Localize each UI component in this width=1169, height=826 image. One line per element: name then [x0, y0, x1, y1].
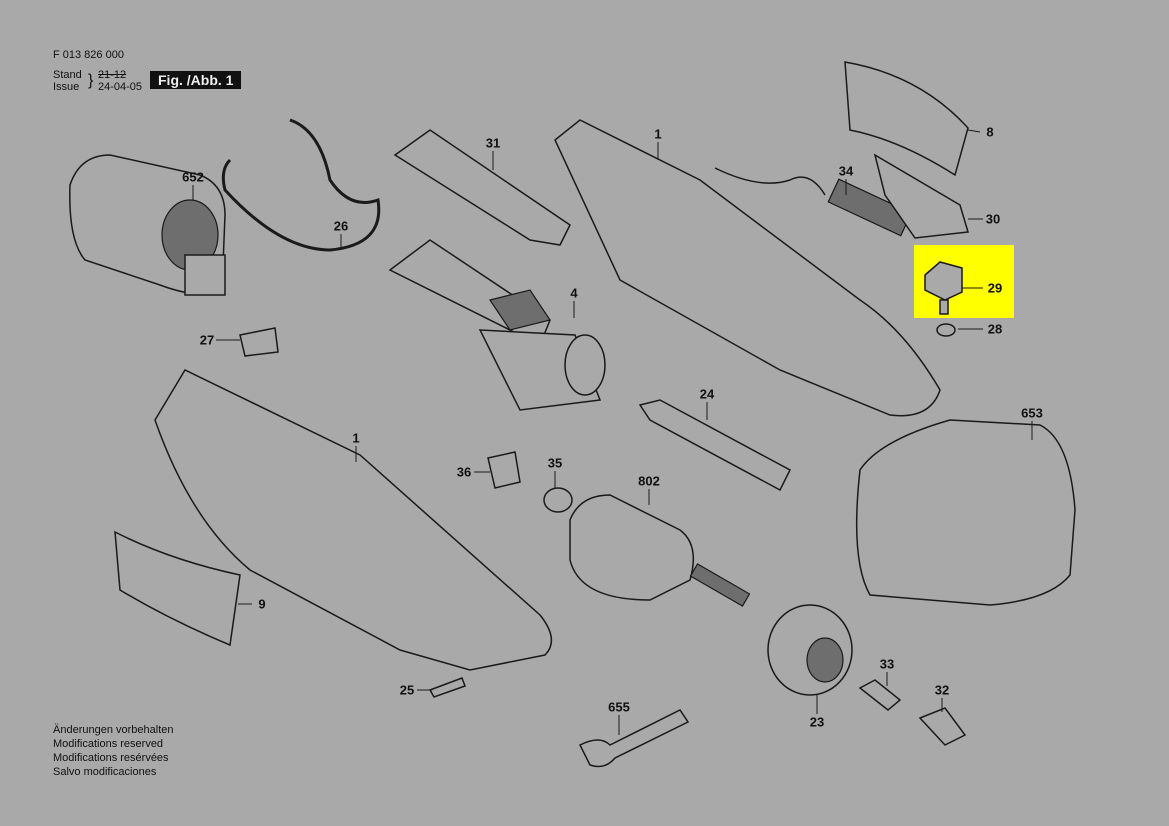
collet-nut-32	[918, 707, 967, 746]
cover-31	[393, 129, 571, 246]
charger-653	[855, 419, 1076, 606]
label-8	[844, 61, 969, 177]
screw-25	[428, 677, 466, 698]
part-label-1-upper[interactable]: 1	[654, 126, 662, 142]
button-30	[873, 153, 969, 239]
brace: }	[88, 72, 94, 89]
wire-34	[714, 167, 826, 196]
part-label-24[interactable]: 24	[699, 386, 715, 402]
battery-pack-652	[69, 154, 226, 296]
housing-half-1-lower	[154, 369, 553, 671]
switch-knob-29	[924, 261, 963, 315]
part-label-653[interactable]: 653	[1021, 405, 1043, 421]
part-label-32[interactable]: 32	[934, 682, 950, 698]
footer-note-fr: Modifications resérvées	[53, 752, 169, 764]
ring-35	[543, 487, 573, 513]
part-label-26[interactable]: 26	[333, 218, 349, 234]
part-label-8[interactable]: 8	[986, 124, 994, 140]
part-label-36[interactable]: 36	[456, 464, 472, 480]
part-label-652[interactable]: 652	[182, 169, 204, 185]
part-label-27[interactable]: 27	[199, 332, 215, 348]
wrench-655	[578, 709, 690, 768]
stand-value: 21-12	[98, 69, 127, 81]
clip-27	[239, 327, 279, 357]
stand-label: Stand	[53, 69, 82, 81]
part-label-655[interactable]: 655	[608, 699, 630, 715]
part-label-34[interactable]: 34	[838, 163, 854, 179]
part-label-29[interactable]: 29	[987, 280, 1003, 296]
spring-28	[936, 323, 956, 337]
label-9	[114, 530, 241, 647]
part-label-4[interactable]: 4	[570, 285, 578, 301]
part-label-25[interactable]: 25	[399, 682, 415, 698]
footer-note-en: Modifications reserved	[53, 738, 164, 750]
part-label-9[interactable]: 9	[258, 596, 266, 612]
part-label-28[interactable]: 28	[987, 321, 1003, 337]
document-number: F 013 826 000	[53, 49, 124, 61]
issue-value: 24-04-05	[98, 81, 143, 93]
armature-802	[569, 494, 751, 607]
cable-26	[221, 118, 381, 252]
part-label-35[interactable]: 35	[547, 455, 563, 471]
part-label-1-lower[interactable]: 1	[352, 430, 360, 446]
part-label-30[interactable]: 30	[985, 211, 1001, 227]
part-label-23[interactable]: 23	[809, 714, 825, 730]
part-label-802[interactable]: 802	[638, 473, 660, 489]
part-label-31[interactable]: 31	[485, 135, 501, 151]
board-24	[638, 399, 791, 492]
housing-half-1-upper	[554, 119, 941, 417]
footer-note-es: Salvo modificaciones	[53, 766, 157, 778]
bearing-36	[487, 451, 521, 489]
footer-note-de: Änderungen vorbehalten	[53, 724, 174, 736]
electronics-module-4	[388, 239, 606, 411]
collet-33	[858, 679, 902, 711]
figure-label: Fig. /Abb. 1	[150, 71, 242, 89]
part-label-33[interactable]: 33	[879, 656, 895, 672]
issue-label: Issue	[53, 81, 80, 93]
